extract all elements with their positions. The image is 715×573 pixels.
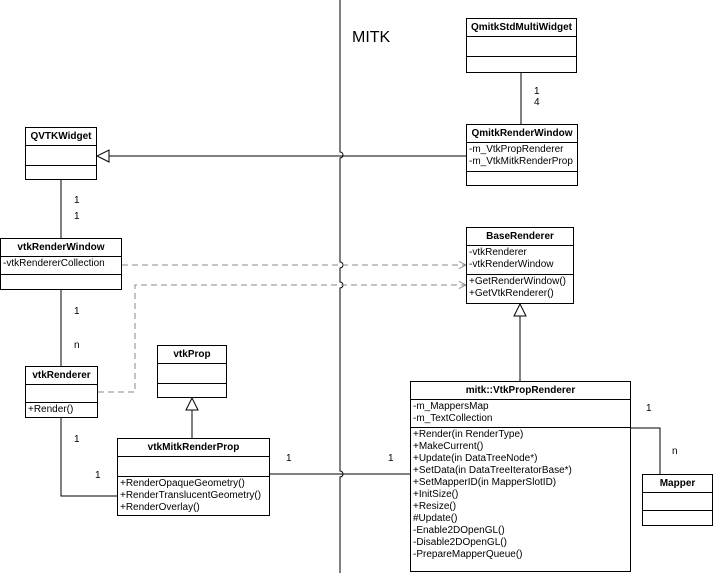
- method: #Update(): [413, 513, 458, 524]
- class-name: vtkRenderer: [26, 367, 97, 385]
- attribute: -m_VtkMitkRenderProp: [469, 156, 573, 167]
- class-vtkrenderer[interactable]: vtkRenderer +Render(): [25, 366, 98, 418]
- methods-section: +RenderOpaqueGeometry() +RenderTransluce…: [118, 477, 269, 515]
- methods-section: [643, 511, 712, 525]
- attributes-section: [118, 457, 269, 477]
- attribute: -vtkRenderer: [469, 247, 527, 258]
- methods-section: [467, 57, 576, 72]
- method: +Update(in DataTreeNode*): [413, 453, 538, 464]
- attribute: -vtkRenderWindow: [469, 259, 554, 270]
- attribute: -vtkRendererCollection: [3, 258, 105, 269]
- methods-section: +Render(in RenderType) +MakeCurrent() +U…: [411, 428, 630, 571]
- methods-section: [158, 384, 226, 397]
- assoc-vtkrenderer-renderprop: [60, 418, 117, 497]
- dep-vtkrenderer-baserenderer: [98, 285, 466, 393]
- separator-line: [339, 0, 344, 573]
- class-vtkrenderwindow[interactable]: vtkRenderWindow -vtkRendererCollection: [0, 238, 122, 290]
- method: +Resize(): [413, 501, 457, 512]
- attributes-section: [467, 37, 576, 57]
- attributes-section: -m_MappersMap -m_TextCollection: [411, 400, 630, 428]
- class-vtkprop[interactable]: vtkProp: [157, 345, 227, 398]
- multiplicity-label: 4: [534, 97, 540, 108]
- method: +RenderTranslucentGeometry(): [120, 490, 262, 501]
- method: +MakeCurrent(): [413, 441, 484, 452]
- class-qmitkrenderwindow[interactable]: QmitkRenderWindow -m_VtkPropRenderer -m_…: [466, 124, 578, 186]
- class-qvtkwidget[interactable]: QVTKWidget: [25, 127, 97, 180]
- class-name: vtkProp: [158, 346, 226, 364]
- assoc-vtkproprenderer-mapper: [631, 427, 661, 474]
- methods-section: +Render(): [26, 403, 97, 417]
- method: +InitSize(): [413, 489, 459, 500]
- class-name: Mapper: [643, 475, 712, 493]
- class-name: vtkMitkRenderProp: [118, 439, 269, 457]
- attribute: -m_MappersMap: [413, 401, 489, 412]
- class-name: mitk::VtkPropRenderer: [411, 382, 630, 400]
- multiplicity-label: 1: [74, 195, 80, 206]
- class-vtkmitkrenderprop[interactable]: vtkMitkRenderProp +RenderOpaqueGeometry(…: [117, 438, 270, 516]
- method: +Render(in RenderType): [413, 429, 524, 440]
- attributes-section: [26, 146, 96, 166]
- method: +GetVtkRenderer(): [469, 288, 554, 299]
- attributes-section: -vtkRendererCollection: [1, 257, 121, 275]
- class-baserenderer[interactable]: BaseRenderer -vtkRenderer -vtkRenderWind…: [466, 227, 574, 304]
- method: +RenderOverlay(): [120, 502, 200, 513]
- class-name: QmitkRenderWindow: [467, 125, 577, 143]
- method: +SetMapperID(in MapperSlotID): [413, 477, 557, 488]
- multiplicity-label: 1: [74, 211, 80, 222]
- method: +RenderOpaqueGeometry(): [120, 478, 245, 489]
- method: +GetRenderWindow(): [469, 276, 566, 287]
- attribute: -m_TextCollection: [413, 413, 493, 424]
- attributes-section: [158, 364, 226, 384]
- diagram-title: MITK: [352, 29, 391, 46]
- attributes-section: -vtkRenderer -vtkRenderWindow: [467, 246, 573, 275]
- class-qmitkstdmultiwidget[interactable]: QmitkStdMultiWidget: [466, 18, 577, 73]
- multiplicity-label: 1: [646, 403, 652, 414]
- class-mapper[interactable]: Mapper: [642, 474, 713, 526]
- class-name: vtkRenderWindow: [1, 239, 121, 257]
- method: -Enable2DOpenGL(): [413, 525, 505, 536]
- class-name: BaseRenderer: [467, 228, 573, 246]
- multiplicity-label: 1: [74, 434, 80, 445]
- class-name: QVTKWidget: [26, 128, 96, 146]
- multiplicity-label: n: [672, 446, 678, 457]
- multiplicity-label: 1: [95, 470, 101, 481]
- method: +Render(): [28, 404, 74, 415]
- multiplicity-label: 1: [74, 306, 80, 317]
- attributes-section: [643, 493, 712, 511]
- attributes-section: [26, 385, 97, 403]
- multiplicity-label: 1: [286, 453, 292, 464]
- method: -PrepareMapperQueue(): [413, 549, 523, 560]
- multiplicity-label: 1: [388, 453, 394, 464]
- methods-section: [26, 166, 96, 179]
- method: +SetData(in DataTreeIteratorBase*): [413, 465, 572, 476]
- methods-section: [1, 275, 121, 289]
- attributes-section: -m_VtkPropRenderer -m_VtkMitkRenderProp: [467, 143, 577, 172]
- methods-section: [467, 172, 577, 185]
- methods-section: +GetRenderWindow() +GetVtkRenderer(): [467, 275, 573, 303]
- class-name: QmitkStdMultiWidget: [467, 19, 576, 37]
- class-mitk-vtkproprenderer[interactable]: mitk::VtkPropRenderer -m_MappersMap -m_T…: [410, 381, 631, 572]
- multiplicity-label: 1: [534, 86, 540, 97]
- method: -Disable2DOpenGL(): [413, 537, 507, 548]
- attribute: -m_VtkPropRenderer: [469, 144, 564, 155]
- multiplicity-label: n: [74, 340, 80, 351]
